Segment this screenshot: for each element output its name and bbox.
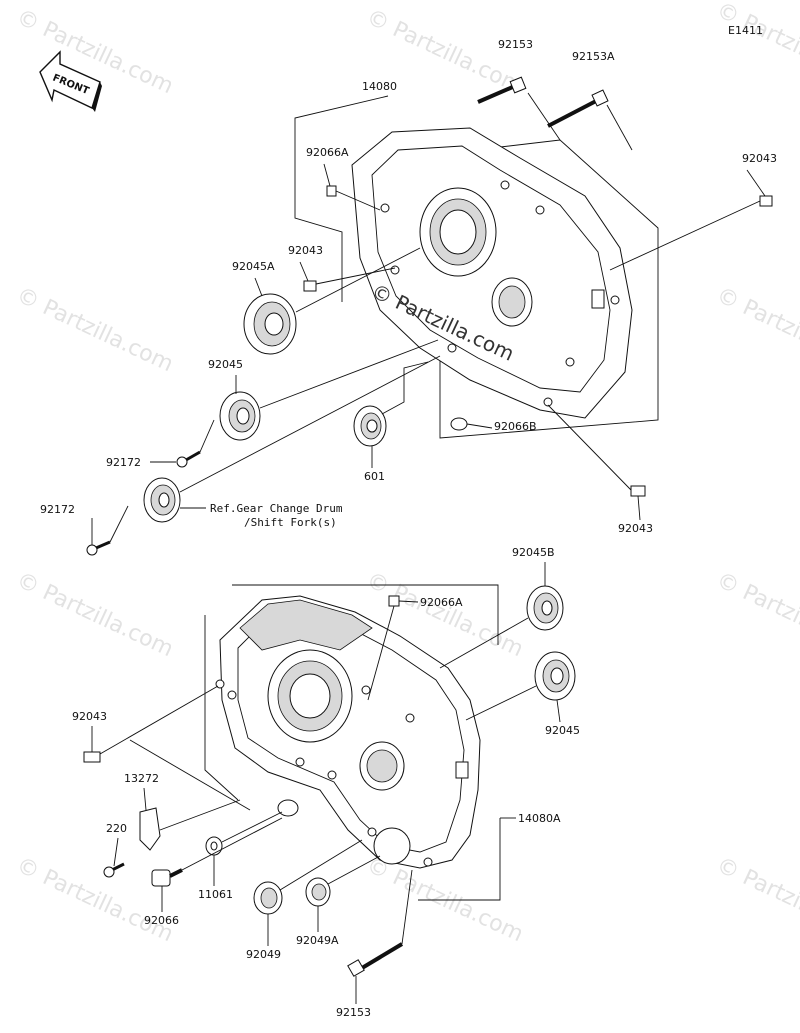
bearing-92045A (243, 293, 297, 355)
ref-note-line1: Ref.Gear Change Drum (210, 502, 343, 515)
dowel-92043-right (759, 195, 773, 207)
label-92066B: 92066B (494, 420, 537, 433)
oil-seal-92049A (305, 877, 331, 907)
screw-92172-a (176, 450, 201, 468)
watermark: © Partzilla.com (712, 0, 800, 92)
label-92066A: 92066A (306, 146, 349, 159)
label-601: 601 (364, 470, 385, 483)
bearing-601 (353, 405, 387, 447)
label-220: 220 (106, 822, 127, 835)
label-14080A: 14080A (518, 812, 561, 825)
watermark: © Partzilla.com (12, 283, 176, 377)
label-92043-lower: 92043 (72, 710, 107, 723)
bolt-92153-lower (347, 942, 404, 977)
watermark: © Partzilla.com (712, 853, 800, 947)
bolt-92153 (477, 76, 527, 104)
upper-crankcase (86, 76, 773, 556)
watermark: © Partzilla.com (712, 283, 800, 377)
dowel-92066B (450, 417, 468, 431)
label-11061: 11061 (198, 888, 233, 901)
label-92153-lower: 92153 (336, 1006, 371, 1019)
label-92172-a: 92172 (106, 456, 141, 469)
bearing-92045B (526, 585, 564, 631)
label-92066: 92066 (144, 914, 179, 927)
watermark: © Partzilla.com (12, 568, 176, 662)
dowel-92043-bottom (630, 485, 646, 497)
label-92043-bottom: 92043 (618, 522, 653, 535)
lower-callouts: 92045B 92066A 92045 92043 13272 220 1106… (72, 546, 580, 1019)
drain-plug-92066 (151, 868, 183, 887)
bearing-ref-gear-change-drum (143, 477, 181, 523)
label-92045B: 92045B (512, 546, 555, 559)
dowel-92043-left (303, 280, 317, 292)
dowel-92043-lower (83, 751, 101, 763)
diagram-code: E1411 (728, 24, 763, 37)
label-92043-right: 92043 (742, 152, 777, 165)
label-92172-b: 92172 (40, 503, 75, 516)
label-92043-left: 92043 (288, 244, 323, 257)
lower-crankcase (83, 584, 576, 977)
bracket-13272 (139, 807, 161, 851)
screw-92172-b (86, 540, 111, 556)
label-92045A: 92045A (232, 260, 275, 273)
label-14080: 14080 (362, 80, 397, 93)
watermark: © Partzilla.com (712, 568, 800, 662)
label-92153A: 92153A (572, 50, 615, 63)
dowel-92066A-lower (388, 595, 400, 607)
label-92045-lower: 92045 (545, 724, 580, 737)
label-92153: 92153 (498, 38, 533, 51)
bolt-92153A (547, 89, 609, 128)
ref-note-line2: /Shift Fork(s) (244, 516, 337, 529)
bearing-92045 (219, 391, 261, 441)
upper-callouts: 92153 92153A 14080 92066A 92043 92043 92… (40, 38, 777, 535)
screw-220 (103, 862, 125, 878)
dowel-92066A (326, 185, 337, 197)
label-13272: 13272 (124, 772, 159, 785)
bearing-92045-lower (534, 651, 576, 701)
label-92049A: 92049A (296, 934, 339, 947)
label-92045: 92045 (208, 358, 243, 371)
watermark: © Partzilla.com (12, 853, 176, 947)
label-92049: 92049 (246, 948, 281, 961)
oil-seal-92049 (253, 881, 283, 915)
label-92066A-lower: 92066A (420, 596, 463, 609)
